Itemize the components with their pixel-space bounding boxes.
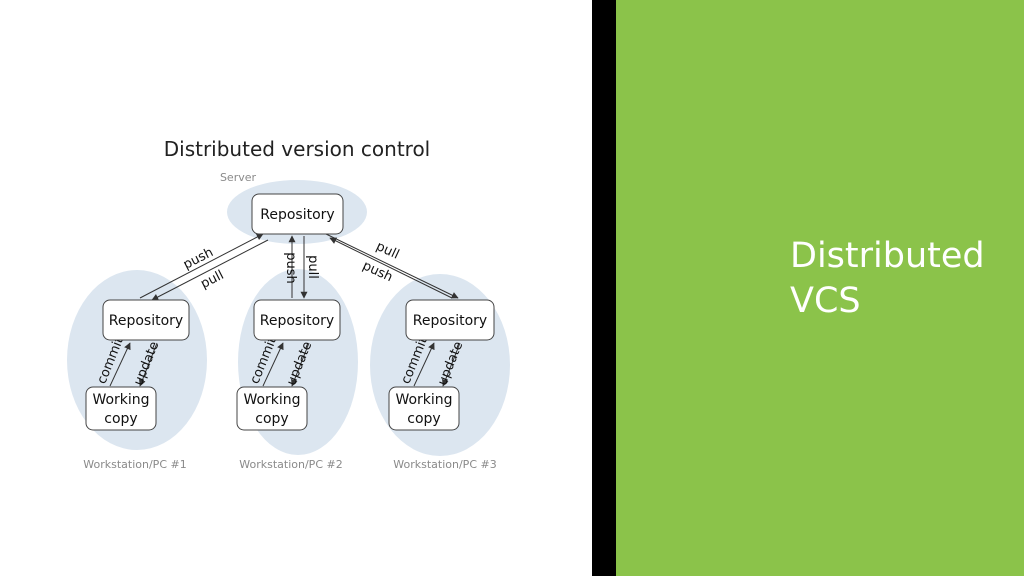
push-label-right: push (360, 258, 395, 285)
workstation-1-working-copy-box (85, 386, 157, 431)
update-arrow-3 (442, 342, 461, 387)
push-arrow-right (325, 233, 459, 299)
workstation-2-working-copy-line-1: Working (243, 392, 300, 408)
pull-label-left: pull (198, 268, 226, 292)
dvcs-diagram: Distributed version control Server Works… (67, 137, 510, 471)
workstation-1-repository-label: Repository (109, 313, 183, 329)
workstation-2-working-copy-box (236, 386, 308, 431)
workstation-1-repository-box (102, 299, 190, 341)
update-arrow-1 (139, 342, 158, 387)
workstation-2-working-copy-line-2: copy (255, 411, 288, 427)
diagram-title: Distributed version control (164, 137, 431, 161)
server-repository-box (251, 193, 344, 235)
workstation-2-label: Workstation/PC #2 (239, 458, 342, 471)
commit-arrow-2 (262, 342, 284, 387)
workstation-1-label: Workstation/PC #1 (83, 458, 186, 471)
workstation-3-working-copy-line-2: copy (407, 411, 440, 427)
workstation-3-repository-label: Repository (413, 313, 487, 329)
workstation-3-working-copy-box (388, 386, 460, 431)
pull-arrow-left (151, 239, 269, 301)
title-panel: Distributed VCS (616, 0, 1024, 576)
panel-divider (592, 0, 616, 576)
commit-arrow-3 (413, 342, 435, 387)
slide-title-line-2: VCS (790, 281, 861, 321)
push-label-center: push (283, 252, 298, 284)
server-label: Server (220, 171, 257, 184)
workstation-3-repository-box (405, 299, 495, 341)
pull-arrow-right (329, 237, 453, 299)
commit-arrow-1 (109, 342, 131, 387)
push-arrow-left (139, 233, 264, 299)
workstation-3-working-copy-line-1: Working (395, 392, 452, 408)
workstation-2-repository-box (253, 299, 341, 341)
workstation-2-repository-label: Repository (260, 313, 334, 329)
update-arrow-2 (291, 342, 310, 387)
slide-title-line-1: Distributed (790, 236, 985, 276)
workstation-1-working-copy-line-2: copy (104, 411, 137, 427)
workstation-1-working-copy-line-1: Working (92, 392, 149, 408)
slide-title: Distributed VCS (790, 234, 1010, 324)
server-repository-label: Repository (260, 207, 334, 223)
pull-label-center: pull (305, 255, 320, 279)
push-label-left: push (181, 245, 216, 273)
workstation-3-label: Workstation/PC #3 (393, 458, 496, 471)
